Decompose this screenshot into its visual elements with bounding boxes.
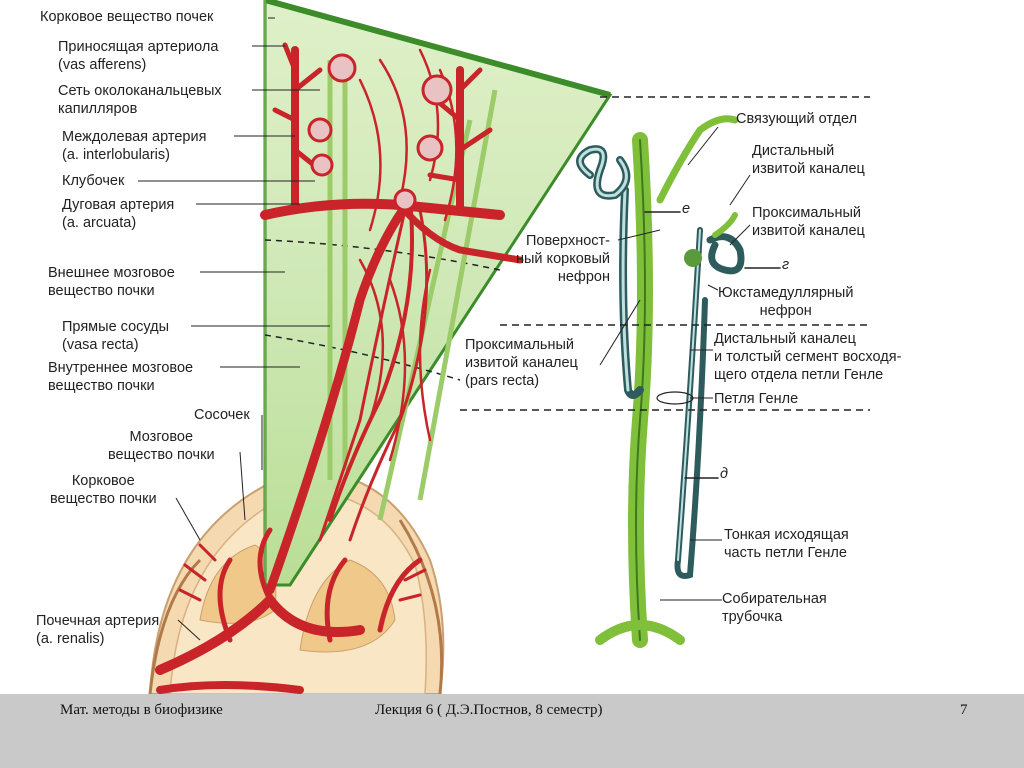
footer-course: Мат. методы в биофизике (60, 702, 223, 718)
nephron-schematic (576, 115, 781, 648)
label-afferent-arteriole: Приносящая артериола(vas afferens) (58, 39, 219, 73)
label-loop-of-henle: Петля Генле (714, 391, 799, 407)
footer-lecture: Лекция 6 ( Д.Э.Постнов, 8 семестр) (375, 702, 603, 718)
label-papilla: Сосочек (194, 407, 250, 423)
label-vasa-recta: Прямые сосуды(vasa recta) (62, 319, 170, 353)
label-cortex: Корковое вещество почек (40, 9, 214, 25)
section-marker-e: е (682, 201, 691, 217)
label-arcuate-artery: Дуговая артерия(a. arcuata) (62, 197, 175, 231)
leader-lines (138, 17, 751, 641)
renal-artery-branches (155, 527, 427, 694)
label-interlobular-artery: Междолевая артерия(a. interlobularis) (62, 129, 207, 163)
label-glomerulus: Клубочек (62, 173, 125, 189)
label-connecting-segment: Связующий отдел (736, 111, 858, 127)
section-marker-g: г (782, 257, 790, 273)
diagram-svg (138, 0, 870, 695)
renal-pyramid-wedge (263, 0, 613, 587)
arterial-tree (260, 42, 524, 595)
footer-page-number: 7 (960, 702, 968, 718)
section-marker-d: д (720, 466, 729, 482)
label-renal-artery: Почечная артерия(a. renalis) (36, 613, 160, 647)
slide-footer: Мат. методы в биофизике Лекция 6 ( Д.Э.П… (0, 694, 1024, 768)
zone-lines (460, 96, 870, 411)
glomeruli (307, 53, 453, 212)
